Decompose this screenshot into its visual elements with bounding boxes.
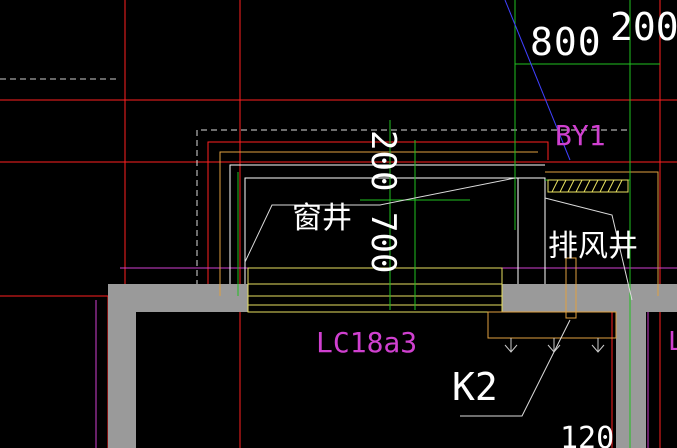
dimension-200-vertical: 200 [363,130,403,191]
window-opening [247,267,503,313]
label-by1: BY1 [555,119,606,152]
dimension-700-vertical: 700 [363,212,403,273]
label-window-tag: LC18a3 [316,326,417,359]
label-room-tag: K2 [452,365,498,409]
orange-lines [219,151,659,339]
walls [108,284,677,448]
dimension-bottom-partial: 120 [560,421,614,448]
dimension-800: 800 [530,20,602,64]
label-window-well: 窗井 [292,201,352,236]
hatch-lines [551,179,623,193]
label-partial-right: L [668,327,677,357]
vent-symbols [504,338,605,353]
label-exhaust-well: 排风井 [548,229,638,264]
dimension-200-top: 200 [610,5,677,49]
blue-diagonal [504,0,571,161]
dashed-outline [196,129,630,296]
hatched-beam [547,179,629,193]
window-well-walls [229,164,546,284]
